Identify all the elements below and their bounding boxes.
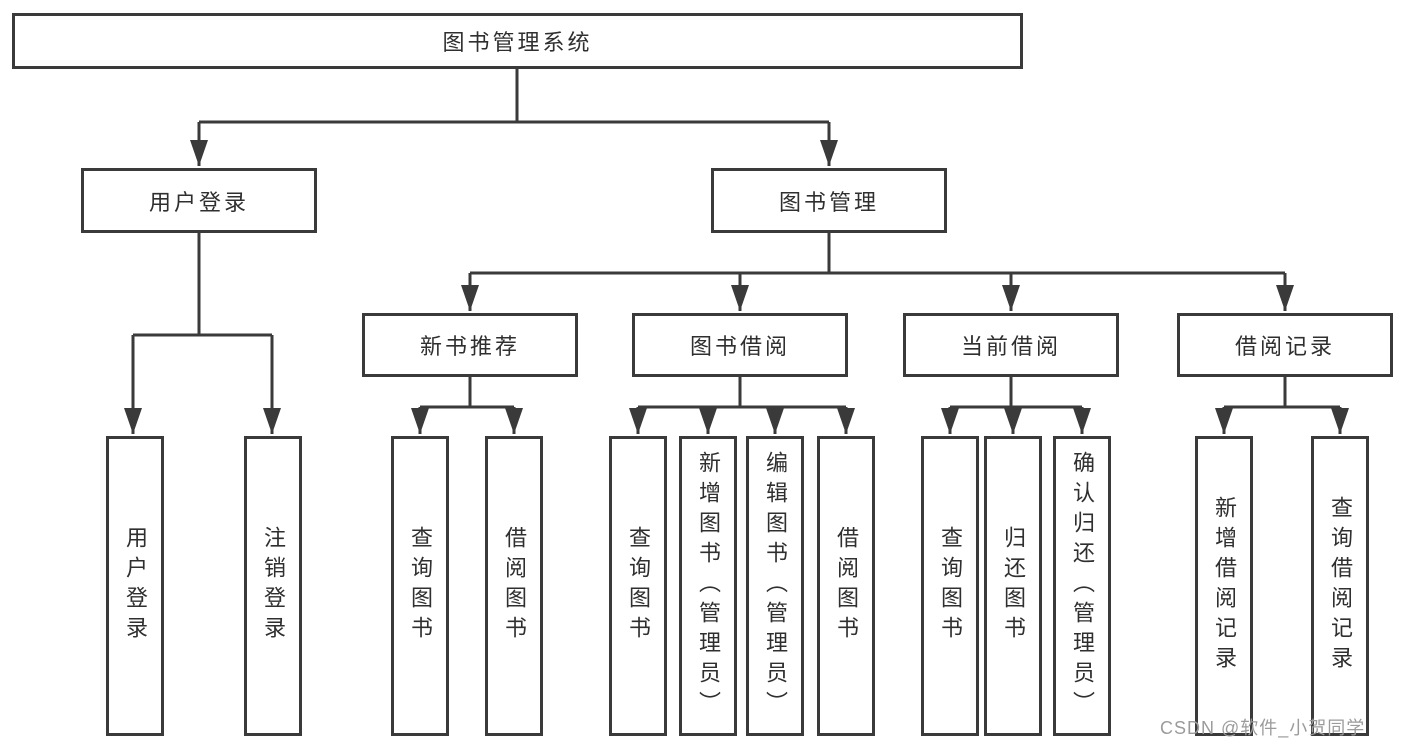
leaf-query-books-recommend: 查询图书 xyxy=(391,436,449,736)
csdn-watermark: CSDN @软件_小贺同学 xyxy=(1160,718,1366,738)
node-label: 新增借阅记录 xyxy=(1212,496,1237,676)
node-label: 借阅图书 xyxy=(834,526,859,646)
leaf-borrow-books-recommend: 借阅图书 xyxy=(485,436,543,736)
leaf-confirm-return-admin: 确认归还（管理员） xyxy=(1053,436,1111,736)
node-label: 图书管理系统 xyxy=(442,30,593,55)
node-label: 用户登录 xyxy=(148,189,249,215)
leaf-query-borrow-record: 查询借阅记录 xyxy=(1311,436,1369,736)
node-label: 新增图书（管理员） xyxy=(696,451,721,721)
leaf-logout: 注销登录 xyxy=(244,436,302,736)
node-label: 注销登录 xyxy=(261,526,286,646)
leaf-query-books-borrowing: 查询图书 xyxy=(609,436,667,736)
node-label: 确认归还（管理员） xyxy=(1070,451,1095,721)
leaf-add-books-admin: 新增图书（管理员） xyxy=(679,436,737,736)
node-book-management: 图书管理 xyxy=(711,168,947,233)
node-label: 当前借阅 xyxy=(960,334,1061,359)
node-label: 查询借阅记录 xyxy=(1328,496,1353,676)
leaf-add-borrow-record: 新增借阅记录 xyxy=(1195,436,1253,736)
leaf-return-books: 归还图书 xyxy=(984,436,1042,736)
node-label: 新书推荐 xyxy=(419,334,520,359)
leaf-query-books-current: 查询图书 xyxy=(921,436,979,736)
leaf-edit-books-admin: 编辑图书（管理员） xyxy=(746,436,804,736)
node-book-borrowing: 图书借阅 xyxy=(632,313,848,377)
node-user-login: 用户登录 xyxy=(81,168,317,233)
node-label: 编辑图书（管理员） xyxy=(763,451,788,721)
leaf-borrow-books: 借阅图书 xyxy=(817,436,875,736)
node-label: 借阅图书 xyxy=(502,526,527,646)
node-label: 图书借阅 xyxy=(689,334,790,359)
node-label: 查询图书 xyxy=(626,526,651,646)
node-library-management-system: 图书管理系统 xyxy=(12,13,1023,69)
node-label: 用户登录 xyxy=(123,526,148,646)
node-label: 借阅记录 xyxy=(1234,334,1335,359)
node-label: 归还图书 xyxy=(1001,526,1026,646)
node-label: 查询图书 xyxy=(408,526,433,646)
node-current-borrowing: 当前借阅 xyxy=(903,313,1119,377)
node-label: 图书管理 xyxy=(778,189,879,215)
leaf-user-login: 用户登录 xyxy=(106,436,164,736)
node-label: 查询图书 xyxy=(938,526,963,646)
node-new-book-recommendation: 新书推荐 xyxy=(362,313,578,377)
node-borrowing-records: 借阅记录 xyxy=(1177,313,1393,377)
